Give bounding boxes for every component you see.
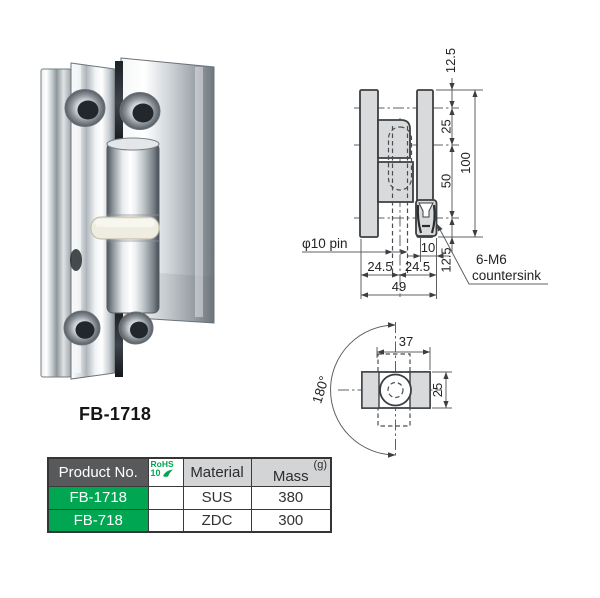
countersunk-hole-top-right [119, 92, 161, 130]
nylon-washer [90, 216, 160, 240]
hidden-pin-lines [387, 126, 413, 274]
pin-label: φ10 pin [302, 236, 348, 251]
hinge-slot-bottom [115, 313, 123, 377]
dim-37: 37 [399, 334, 413, 349]
dim-100: 100 [458, 152, 473, 174]
dimension-arrows [361, 83, 478, 298]
product-no-cell: FB-1718 [47, 485, 149, 510]
countersunk-hole-bottom-right [118, 311, 154, 345]
product-no-cell: FB-718 [47, 508, 149, 533]
side-hole [70, 249, 82, 271]
hinge-slot-top [115, 61, 123, 145]
dim-12-5-top: 12.5 [443, 48, 458, 73]
countersink-label-line2: countersink [472, 268, 541, 283]
header-product-no: Product No. [47, 457, 149, 487]
rohs-cell [147, 508, 184, 533]
product-photo [40, 57, 215, 380]
mass-unit-label: (g) [313, 459, 327, 471]
spec-table-header-row: Product No. RoHS 10 Material (g) Mass [47, 457, 332, 487]
header-rohs: RoHS 10 [147, 457, 184, 487]
countersink-detail [415, 199, 438, 237]
header-mass: (g) Mass [250, 457, 332, 487]
countersink-leader-line [436, 223, 548, 285]
dim-49: 49 [392, 279, 406, 294]
dim-10: 10 [421, 240, 435, 255]
dim-24-5-right: 24.5 [405, 259, 430, 274]
dim-50: 50 [439, 174, 454, 188]
rohs-leaf-icon [162, 469, 173, 477]
dim-25: 25 [439, 119, 454, 133]
rohs-cell [147, 485, 184, 510]
material-cell: SUS [182, 485, 252, 510]
material-cell: ZDC [182, 508, 252, 533]
spec-table: Product No. RoHS 10 Material (g) Mass [47, 457, 332, 533]
mass-cell: 380 [250, 485, 332, 510]
side-view-drawing: 12.5 25 50 100 12.5 10 24.5 24.5 49 φ10 … [302, 48, 548, 299]
countersunk-hole-bottom-left [63, 310, 101, 346]
dim-24-5-left: 24.5 [367, 259, 392, 274]
hinge-top-view-body [361, 353, 431, 427]
header-material: Material [182, 457, 252, 487]
swing-arc [330, 324, 396, 456]
table-row-fb1718: FB-1718 SUS 380 [47, 485, 332, 510]
rohs-10-label: 10 [150, 468, 161, 478]
top-view-drawing: 37 25 180° [309, 322, 452, 458]
rohs-label: RoHS [150, 459, 174, 469]
countersunk-hole-top-left [64, 89, 106, 127]
dim-180-degrees: 180° [309, 374, 332, 405]
product-model-label: FB-1718 [79, 404, 152, 424]
mass-label: Mass [272, 467, 309, 485]
dim-25-topview: 25 [430, 383, 445, 397]
dim-12-5-bottom: 12.5 [439, 247, 454, 272]
mass-cell: 300 [250, 508, 332, 533]
countersink-label-line1: 6-M6 [476, 252, 507, 267]
table-row-fb718: FB-718 ZDC 300 [47, 508, 332, 533]
